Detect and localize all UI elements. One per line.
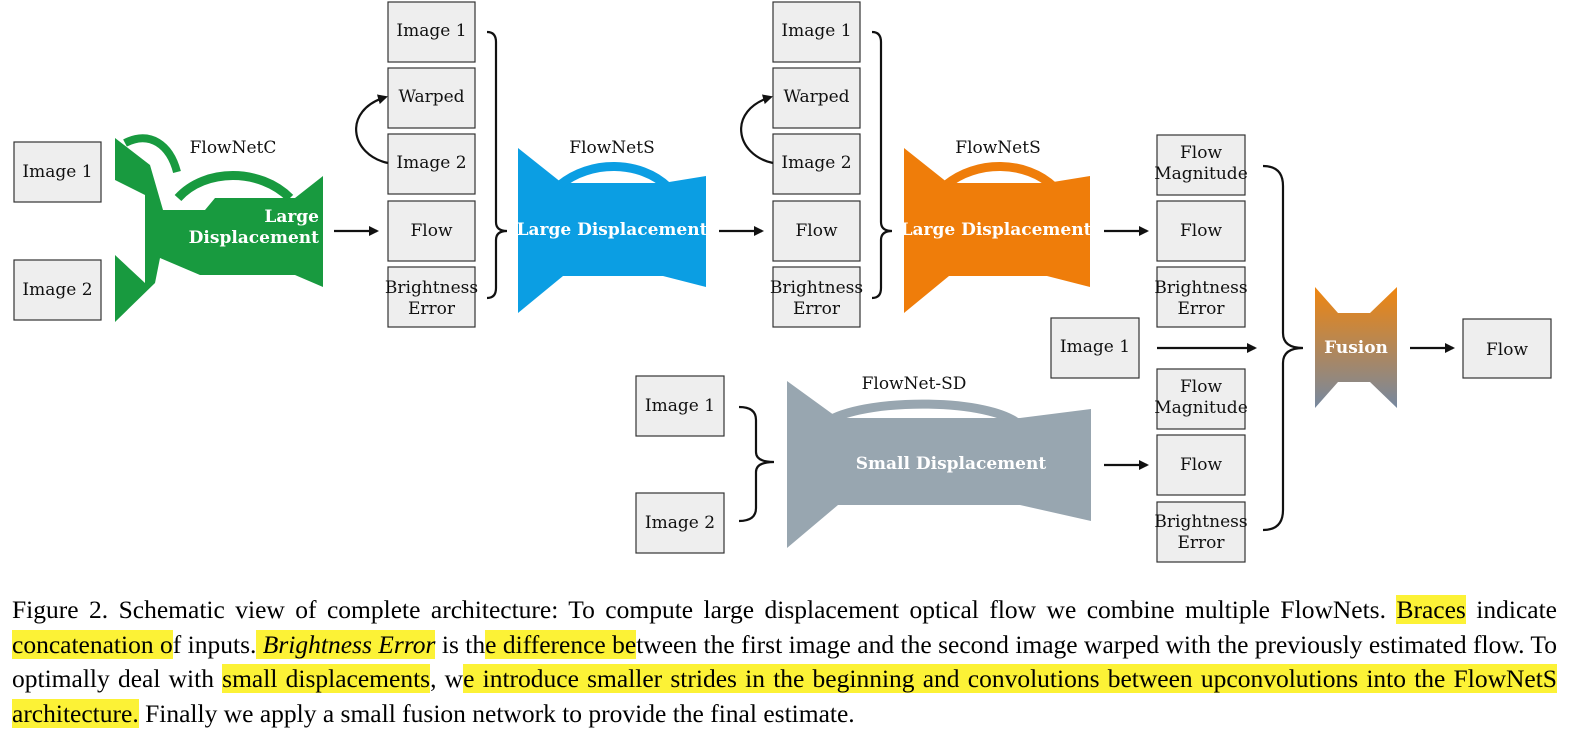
- stack2-image2-box: Image 2: [772, 133, 861, 195]
- sd-image1-label: Image 1: [645, 396, 715, 416]
- left-image1-box: Image 1: [13, 141, 102, 203]
- stack1-warped-box: Warped: [387, 67, 476, 129]
- architecture-diagram: Image 1 Image 2 FlowNetC Large Displacem…: [13, 1, 1552, 563]
- caption-text-7: Finally we apply a small fusion network …: [138, 698, 855, 728]
- middle-image1-label: Image 1: [1060, 337, 1130, 357]
- flownets1-title: FlowNetS: [569, 138, 654, 158]
- stack2-image1-box: Image 1: [772, 1, 861, 63]
- flownetc-title: FlowNetC: [190, 138, 277, 158]
- stack2-warped-box: Warped: [772, 67, 861, 129]
- large-brightness-line1: Brightness: [1154, 278, 1247, 298]
- small-magnitude-line2: Magnitude: [1154, 398, 1248, 418]
- flownetc-network: FlowNetC Large Displacement: [115, 134, 323, 322]
- large-magnitude-line2: Magnitude: [1154, 164, 1248, 184]
- final-flow-box: Flow: [1462, 318, 1552, 379]
- stack1-brightness-line2: Error: [408, 299, 456, 319]
- caption-text-5: tween the first image and the second ima…: [12, 629, 1557, 694]
- flownetsd-label: Small Displacement: [856, 454, 1047, 474]
- stack1-image1-label: Image 1: [396, 21, 466, 41]
- left-image2-box: Image 2: [13, 259, 102, 321]
- stack1-brightness-box: Brightness Error: [385, 266, 478, 328]
- small-magnitude-line1: Flow: [1180, 377, 1222, 397]
- stack2-image1-label: Image 1: [781, 21, 851, 41]
- large-flow-box: Flow: [1156, 200, 1246, 262]
- large-magnitude-box: Flow Magnitude: [1154, 134, 1248, 196]
- outputs-small: Flow Magnitude Flow Brightness Error: [1154, 368, 1248, 563]
- small-flow-label: Flow: [1180, 455, 1222, 475]
- caption-highlight-1: Braces: [1396, 595, 1466, 624]
- flownetc-label-line1: Large: [264, 207, 319, 227]
- fusion-label: Fusion: [1324, 338, 1388, 358]
- sd-inputs-brace: [738, 405, 775, 523]
- flownetc-label-line2: Displacement: [189, 228, 319, 248]
- caption-text-1: Figure 2. Schematic view of complete arc…: [12, 595, 1397, 624]
- caption-highlight-3: Brightness Error: [256, 629, 436, 659]
- stack1-brightness-line1: Brightness: [385, 278, 478, 298]
- stack2-brace: [871, 30, 893, 300]
- stack2-flow-label: Flow: [795, 221, 837, 241]
- flownets2-title: FlowNetS: [955, 138, 1040, 158]
- sd-image1-box: Image 1: [635, 375, 725, 437]
- large-brightness-box: Brightness Error: [1154, 266, 1248, 328]
- flownets2-label: Large Displacement: [901, 220, 1092, 240]
- stack2: Image 1 Warped Image 2 Flow Brightness E…: [740, 1, 893, 328]
- fusion-network: Fusion: [1315, 287, 1397, 408]
- caption-text-3: f inputs.: [172, 629, 257, 659]
- caption-highlight-4: e difference be: [485, 629, 637, 659]
- stack1-image2-box: Image 2: [387, 133, 476, 195]
- stack2-brightness-line2: Error: [793, 299, 841, 319]
- sd-image2-box: Image 2: [635, 492, 725, 554]
- stack1-flow-box: Flow: [387, 200, 476, 262]
- flownets1-label: Large Displacement: [517, 220, 708, 240]
- stack2-image2-label: Image 2: [781, 153, 851, 173]
- stack1: Image 1 Warped Image 2 Flow Brightness E…: [355, 1, 508, 328]
- caption-highlight-2: concatenation o: [12, 629, 173, 659]
- left-image2-label: Image 2: [22, 280, 92, 300]
- large-magnitude-line1: Flow: [1180, 143, 1222, 163]
- caption-text-6: , w: [430, 664, 464, 693]
- left-image1-label: Image 1: [22, 162, 92, 182]
- small-brightness-line2: Error: [1177, 533, 1225, 553]
- outputs-large: Flow Magnitude Flow Brightness Error: [1154, 134, 1248, 328]
- caption-highlight-5: small displacements: [222, 664, 431, 693]
- stack1-warp-arrow: [355, 94, 389, 165]
- flownets2-network: FlowNetS Large Displacement: [901, 138, 1092, 313]
- caption-text-2: indicate: [1465, 595, 1557, 624]
- stack1-image2-label: Image 2: [396, 153, 466, 173]
- small-brightness-line1: Brightness: [1154, 512, 1247, 532]
- final-flow-label: Flow: [1486, 340, 1528, 360]
- small-flow-box: Flow: [1156, 434, 1246, 496]
- fusion-brace: [1262, 164, 1304, 532]
- caption-text-4: is th: [435, 629, 486, 659]
- stack1-flow-label: Flow: [410, 221, 452, 241]
- large-flow-label: Flow: [1180, 221, 1222, 241]
- figure-caption: Figure 2. Schematic view of complete arc…: [12, 593, 1557, 731]
- stack1-image1-box: Image 1: [387, 1, 476, 63]
- stack1-warped-label: Warped: [398, 87, 464, 107]
- stack2-flow-box: Flow: [772, 200, 861, 262]
- flownetsd-title: FlowNet-SD: [862, 374, 967, 394]
- small-magnitude-box: Flow Magnitude: [1154, 368, 1248, 430]
- stack2-brightness-line1: Brightness: [770, 278, 863, 298]
- sd-image2-label: Image 2: [645, 513, 715, 533]
- stack2-warped-label: Warped: [783, 87, 849, 107]
- middle-image1-box: Image 1: [1050, 317, 1140, 379]
- large-brightness-line2: Error: [1177, 299, 1225, 319]
- stack1-brace: [486, 30, 508, 300]
- stack2-warp-arrow: [740, 94, 774, 165]
- flownetsd-network: FlowNet-SD Small Displacement: [787, 374, 1091, 548]
- stack2-brightness-box: Brightness Error: [770, 266, 863, 328]
- small-brightness-box: Brightness Error: [1154, 501, 1248, 563]
- flownets1-network: FlowNetS Large Displacement: [517, 138, 708, 313]
